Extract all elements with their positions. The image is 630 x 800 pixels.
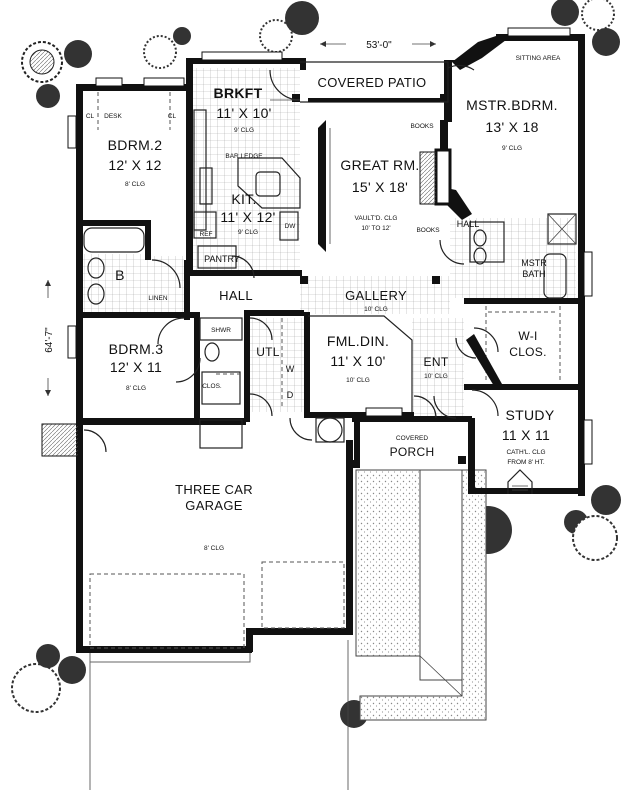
garage-doors [89,561,345,649]
entry-walls [308,315,502,412]
walls [76,34,585,653]
study-bay [507,469,533,494]
mstr-bath-name1: MSTR [521,258,547,268]
dimension-lines [45,41,436,396]
brkft-size: 11' X 10' [216,105,271,121]
wi-clos-name2: CLOS. [509,345,547,359]
great-room-features [318,120,437,252]
wi-clos-name1: W-I [518,329,537,343]
mstr-bdrm-size: 13' X 18 [485,119,538,135]
books-top-label: BOOKS [410,123,434,130]
closet-left-label: CL [86,113,95,120]
kit-name: KIT. [231,191,256,207]
bath-fixtures [83,213,577,449]
kit-ceiling: 9' CLG [238,229,258,236]
study-ceiling2: FROM 8' HT. [507,459,545,466]
bdrm2-ceiling: 8' CLG [125,181,145,188]
brkft-name: BRKFT [214,85,263,101]
kitchen-fixtures [193,109,301,269]
bdrm3-size: 12' X 11 [110,359,162,375]
books-bottom-label: BOOKS [416,227,440,234]
closet-shelving [97,92,561,408]
bdrm2-size: 12' X 12 [108,157,161,173]
brkft-ceiling: 9' CLG [234,127,254,134]
study-ceiling1: CATH'L. CLG [506,449,545,456]
closet-right-label: CL [168,113,177,120]
ent-name: ENT [424,355,449,369]
great-rm-name: GREAT RM. [340,157,419,173]
fml-din-size: 11' X 10' [330,353,385,369]
dw-label: DW [285,223,297,230]
great-rm-ceiling1: VAULT'D. CLG [355,215,398,222]
driveway [89,640,349,790]
clos-bd3-label: CLOS. [202,383,222,390]
great-rm-ceiling2: 10' TO 12' [361,225,390,232]
bdrm2-name: BDRM.2 [108,137,163,153]
garage-name2: GARAGE [185,498,242,513]
hall-master-label: HALL [457,219,480,229]
linen-label: LINEN [148,295,167,302]
room-labels: 53'-0" 64'-7" COVERED PATIO BRKFT 11' X … [44,40,561,552]
walkway [355,469,487,721]
sitting-area-label: SITTING AREA [516,55,561,62]
ref-label: REF [200,231,213,238]
bar-ledge-label: BAR LEDGE [225,153,263,160]
fml-din-name: FML.DIN. [327,333,389,349]
gallery-ceiling: 10' CLG [364,306,388,313]
great-rm-size: 15' X 18' [352,179,408,195]
desk-label: DESK [104,113,122,120]
dryer-label: D [287,390,294,400]
garage-name1: THREE CAR [175,482,253,497]
bath-b-label: B [115,267,125,283]
shwr-label: SHWR [211,327,231,334]
study-name: STUDY [506,407,555,423]
mstr-bdrm-ceiling: 9' CLG [502,145,522,152]
gallery-name: GALLERY [345,288,407,303]
fml-din-ceiling: 10' CLG [346,377,370,384]
bdrm3-ceiling: 8' CLG [126,385,146,392]
covered-patio-structure [300,61,449,103]
washer-label: W [286,364,295,374]
pantry-label: PANTRY [204,254,240,264]
overall-depth-label: 64'-7" [44,327,55,353]
bdrm3-name: BDRM.3 [109,341,164,357]
mstr-bath-name2: BATH [522,269,545,279]
windows [41,27,593,465]
porch-name1: COVERED [396,435,428,442]
utl-label: UTL [256,345,280,359]
mstr-bdrm-name: MSTR.BDRM. [466,97,558,113]
hall-main-label: HALL [219,288,253,303]
doors [83,64,499,453]
covered-patio-label: COVERED PATIO [318,75,427,90]
study-size: 11 X 11 [502,427,550,443]
columns [292,94,466,468]
kit-size: 11' X 12' [220,209,275,225]
garage-ceiling: 8' CLG [204,545,224,552]
ent-ceiling: 10' CLG [424,373,448,380]
overall-width-label: 53'-0" [366,40,392,51]
porch-name2: PORCH [390,445,435,459]
